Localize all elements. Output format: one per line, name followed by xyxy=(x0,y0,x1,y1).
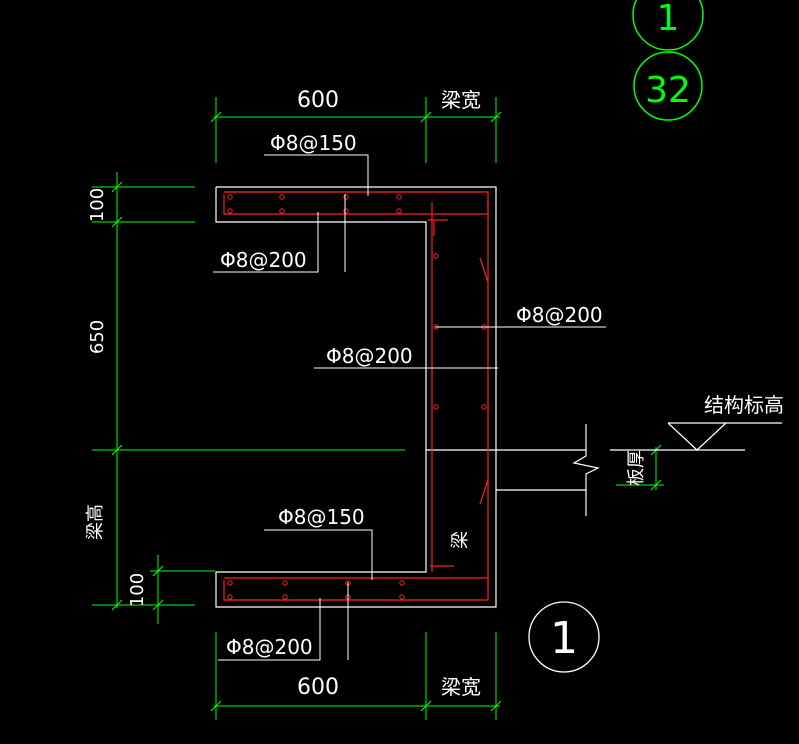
dim-left-650: 650 xyxy=(87,320,108,354)
dim-left-beam-height: 梁高 xyxy=(85,504,106,540)
dim-top-600: 600 xyxy=(297,88,339,113)
dim-bottom-beam-width: 梁宽 xyxy=(441,675,481,699)
dimension-lines xyxy=(92,97,664,720)
slab-thickness-label: 板厚 xyxy=(626,450,647,486)
ref-top-number: 1 xyxy=(657,0,680,39)
dim-bottom-600: 600 xyxy=(297,675,339,700)
dim-top-beam-width: 梁宽 xyxy=(441,88,481,112)
section-number-circle xyxy=(528,601,600,673)
reinforcement xyxy=(223,191,489,601)
ref-bottom-number: 32 xyxy=(645,70,691,111)
ref-circle-bottom xyxy=(633,51,703,121)
rebar-vertical-right-label: Φ8@200 xyxy=(516,303,603,327)
section-number: 1 xyxy=(550,613,578,664)
rebar-vertical-left-label: Φ8@200 xyxy=(326,344,413,368)
ref-circle-top xyxy=(632,0,704,51)
leader-lines xyxy=(213,154,606,661)
dim-left-100-bottom: 100 xyxy=(127,573,148,607)
rebar-top-main-label: Φ8@150 xyxy=(270,131,357,155)
rebar-dots xyxy=(227,194,487,600)
rebar-bottom-main-label: Φ8@150 xyxy=(278,505,365,529)
detail-reference-symbol xyxy=(632,0,704,121)
beam-label: 梁 xyxy=(450,531,471,549)
structural-elevation-label: 结构标高 xyxy=(704,393,784,417)
rebar-top-dist-label: Φ8@200 xyxy=(220,248,307,272)
rebar-bottom-dist-label: Φ8@200 xyxy=(226,635,313,659)
dim-left-100-top: 100 xyxy=(87,188,108,222)
